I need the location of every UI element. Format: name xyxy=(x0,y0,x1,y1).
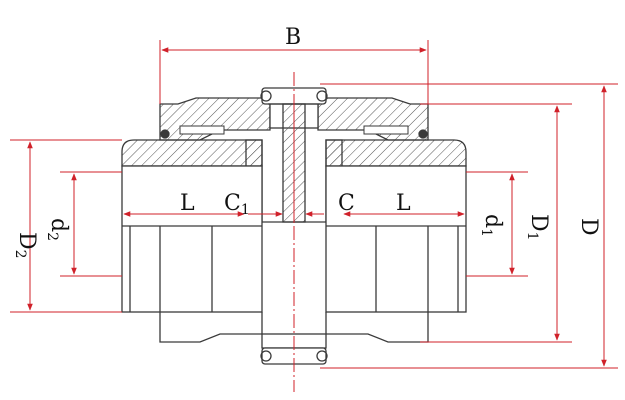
label-L-left: L xyxy=(180,191,195,216)
label-d1: d1 xyxy=(478,214,505,237)
label-B: B xyxy=(285,25,301,50)
left-hub-body xyxy=(121,165,263,313)
right-sleeve-lower xyxy=(325,312,429,343)
dimension-labels: B L C1 C L D2 d2 d1 D1 D xyxy=(12,25,601,259)
right-oring xyxy=(418,129,428,139)
label-C1: C1 xyxy=(224,191,250,218)
left-sleeve-lower xyxy=(159,312,263,343)
label-d2: d2 xyxy=(44,218,71,241)
left-hub-upper-section xyxy=(121,139,263,167)
left-oring xyxy=(160,129,170,139)
right-hub-body xyxy=(325,165,467,313)
label-D2: D2 xyxy=(12,232,39,259)
right-hub-upper-section xyxy=(325,139,467,167)
dimension-lines xyxy=(10,40,618,369)
label-C-right: C xyxy=(338,191,355,216)
left-seal xyxy=(179,125,225,135)
label-L-right: L xyxy=(396,191,411,216)
right-seal xyxy=(363,125,409,135)
label-D: D xyxy=(576,218,601,236)
label-D1: D1 xyxy=(524,214,551,241)
